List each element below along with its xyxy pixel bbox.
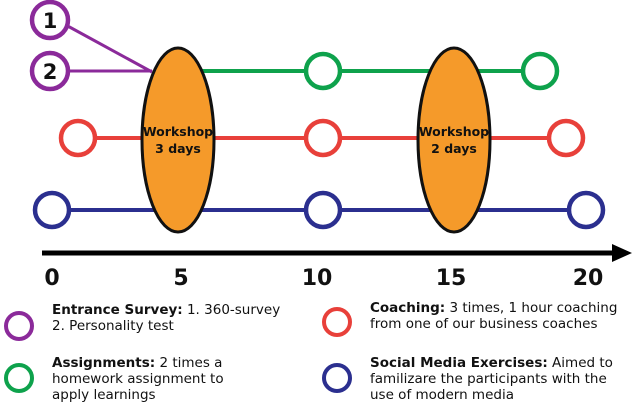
legend-social-media-line1: Aimed to bbox=[547, 355, 613, 371]
legend-social-media-title: Social Media Exercises: bbox=[370, 355, 548, 371]
axis-tick-label: 20 bbox=[573, 266, 604, 291]
marker-1-label: 1 bbox=[43, 9, 58, 33]
axis-tick-label: 5 bbox=[173, 266, 188, 291]
legend-assignments-line2: homework assignment to bbox=[52, 371, 224, 387]
legend-entrance-survey-line1: 1. 360-survey bbox=[182, 302, 281, 318]
marker-1-connector bbox=[63, 22, 153, 74]
legend-social-media-line3: use of modern media bbox=[370, 387, 514, 403]
navy-circle-icon bbox=[322, 363, 352, 393]
coaching-circle bbox=[546, 118, 586, 158]
social-media-circle bbox=[303, 190, 343, 230]
workshop-2-duration: 2 days bbox=[431, 141, 477, 156]
marker-1: 1 bbox=[29, 0, 71, 41]
coaching-circle bbox=[303, 118, 343, 158]
marker-2: 2 bbox=[29, 50, 71, 92]
axis-arrowhead bbox=[612, 244, 632, 262]
social-media-circle bbox=[32, 190, 72, 230]
coaching-circle bbox=[58, 118, 98, 158]
legend-coaching-line1: 3 times, 1 hour coaching bbox=[445, 300, 618, 316]
legend-assignments-title: Assignments: bbox=[52, 355, 156, 371]
workshop-2-title: Workshop bbox=[419, 124, 489, 139]
green-circle-icon bbox=[4, 363, 34, 393]
legend-assignments-line3: apply learnings bbox=[52, 387, 156, 403]
legend-coaching-title: Coaching: bbox=[370, 300, 446, 316]
workshop-1-title: Workshop bbox=[143, 124, 213, 139]
legend-entrance-survey-title: Entrance Survey: bbox=[52, 302, 183, 318]
legend-assignments-text: Assignments: 2 times a homework assignme… bbox=[52, 355, 312, 403]
workshop-1-duration: 3 days bbox=[155, 141, 201, 156]
workshop-2: Workshop 2 days bbox=[416, 46, 492, 234]
axis-tick-label: 15 bbox=[436, 266, 467, 291]
assignment-circle bbox=[303, 51, 343, 91]
marker-2-label: 2 bbox=[43, 60, 58, 84]
legend-social-media-line2: familizare the participants with the bbox=[370, 371, 607, 387]
legend-social-media-text: Social Media Exercises: Aimed to familiz… bbox=[370, 355, 637, 403]
purple-circle-icon bbox=[4, 311, 34, 341]
timeline-diagram: Workshop 3 days Workshop 2 days 1 2 0 5 … bbox=[29, 0, 632, 291]
red-circle-icon bbox=[322, 307, 352, 337]
legend-coaching-text: Coaching: 3 times, 1 hour coaching from … bbox=[370, 300, 637, 332]
workshop-1: Workshop 3 days bbox=[140, 46, 216, 234]
legend-assignments-line1: 2 times a bbox=[155, 355, 223, 371]
legend-coaching-line2: from one of our business coaches bbox=[370, 316, 598, 332]
axis-tick-label: 0 bbox=[44, 266, 59, 291]
assignment-circle bbox=[520, 51, 560, 91]
legend-entrance-survey-line2: 2. Personality test bbox=[52, 318, 174, 334]
axis-tick-label: 10 bbox=[302, 266, 333, 291]
social-media-circle bbox=[566, 190, 606, 230]
legend-entrance-survey-text: Entrance Survey: 1. 360-survey 2. Person… bbox=[52, 302, 322, 334]
